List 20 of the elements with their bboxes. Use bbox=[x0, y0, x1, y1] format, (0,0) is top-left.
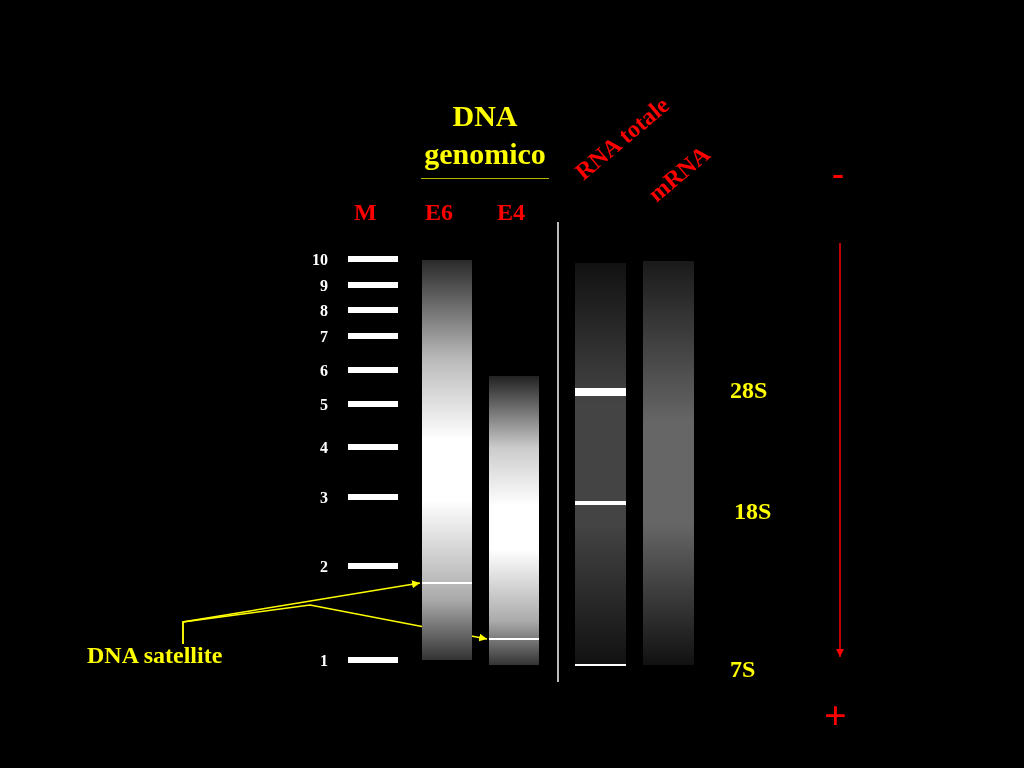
polarity-sign: - bbox=[832, 155, 844, 191]
heading: DNA genomico bbox=[423, 98, 547, 172]
lane-label: M bbox=[354, 200, 377, 224]
annotation-text: DNA satellite bbox=[87, 643, 223, 667]
size-number: 5 bbox=[320, 397, 328, 413]
size-number: 8 bbox=[320, 303, 328, 319]
size-number: 4 bbox=[320, 440, 328, 456]
lane-label: E6 bbox=[425, 200, 453, 224]
polarity-sign: + bbox=[824, 696, 847, 736]
size-number: 2 bbox=[320, 559, 328, 575]
band-label: 7S bbox=[730, 657, 756, 681]
band-label: 18S bbox=[734, 499, 772, 523]
size-number: 7 bbox=[320, 329, 328, 345]
band-label: 28S bbox=[730, 378, 768, 402]
size-number: 1 bbox=[320, 653, 328, 669]
size-number: 3 bbox=[320, 490, 328, 506]
size-number: 9 bbox=[320, 278, 328, 294]
size-number: 10 bbox=[312, 252, 328, 268]
size-number: 6 bbox=[320, 363, 328, 379]
lane-label: E4 bbox=[497, 200, 525, 224]
